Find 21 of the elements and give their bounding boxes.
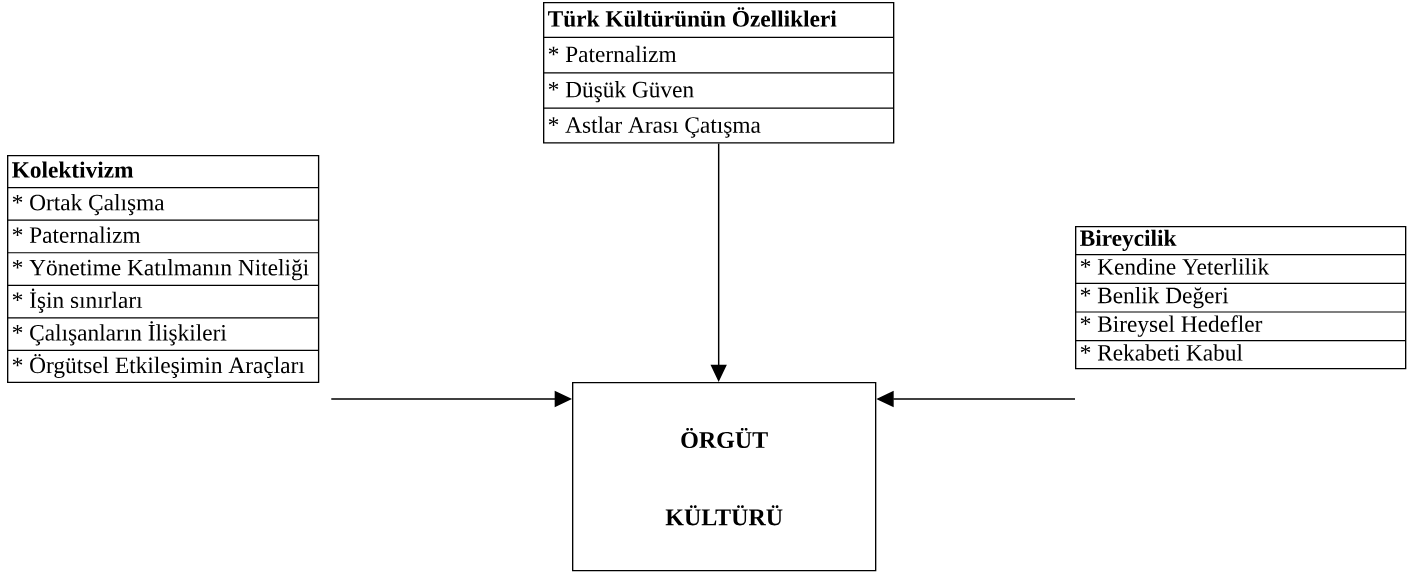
table-row: * Paternalizm <box>548 45 677 63</box>
table-row: * Paternalizm <box>12 226 141 243</box>
table-row: * Çalışanların İlişkileri <box>12 321 227 346</box>
table-row: * Rekabeti Kabul <box>1080 344 1243 361</box>
table-row: * İşin sınırları <box>12 288 143 313</box>
table <box>1075 226 1407 370</box>
table-row: * Yönetime Katılmanın Niteliği <box>12 259 309 281</box>
table-row: * Bireysel Hedefler <box>1080 315 1263 337</box>
table-heading: Kolektivizm <box>12 161 134 178</box>
table-heading: Türk Kültürünün Özellikleri <box>548 7 837 27</box>
table <box>543 2 895 144</box>
box-title: ÖRGÜT KÜLTÜRÜ <box>665 427 783 526</box>
table-heading: Bireycilik <box>1080 229 1177 251</box>
table-row: * Kendine Yeterlilik <box>1080 258 1270 275</box>
table-row: * Astlar Arası Çatışma <box>548 116 761 138</box>
table <box>7 155 320 384</box>
process-box <box>572 382 877 572</box>
table-row: * Ortak Çalışma <box>12 194 165 216</box>
table-row: * Örgütsel Etkileşimin Araçları <box>12 354 305 378</box>
table-row: * Düşük Güven <box>548 81 694 103</box>
table-row: * Benlik Değeri <box>1080 286 1229 309</box>
